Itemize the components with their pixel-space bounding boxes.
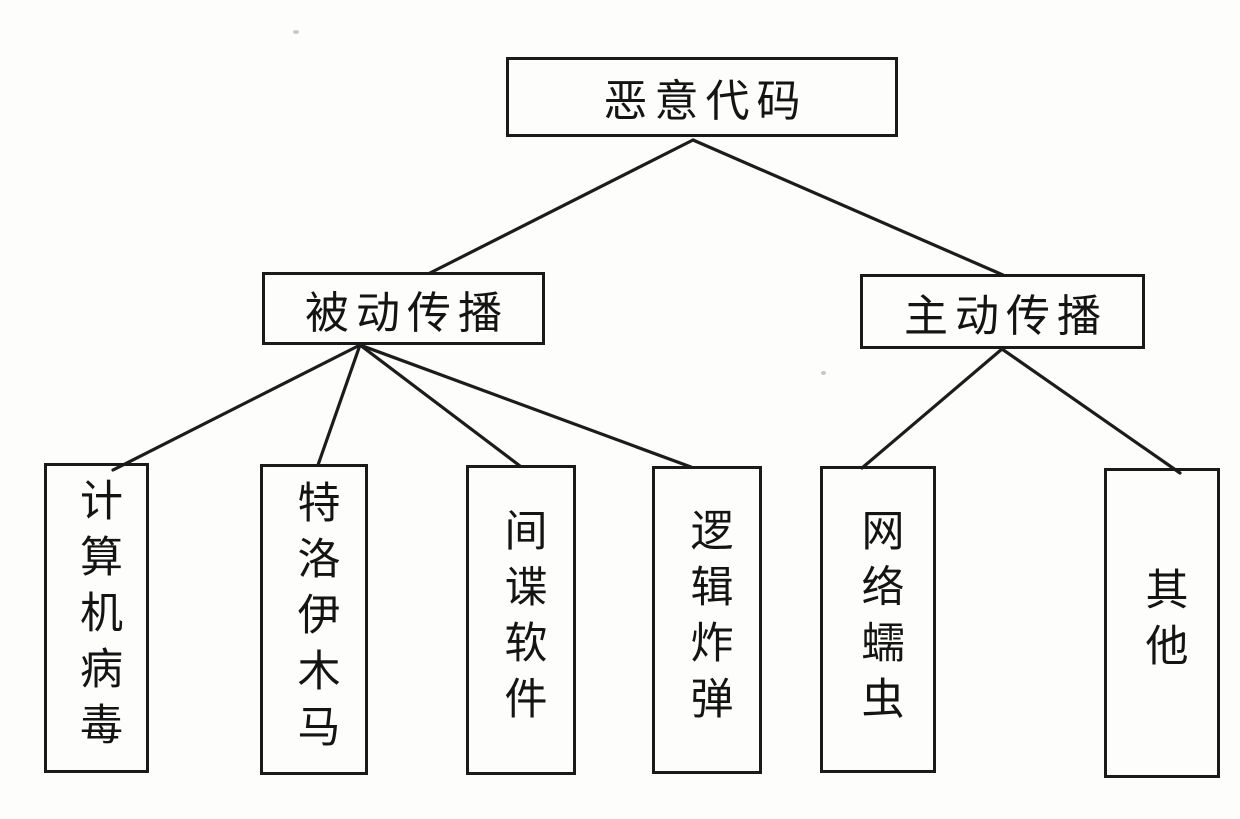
edge-passive-virus [111, 343, 362, 472]
scan-speck [293, 30, 299, 34]
node-malicious-code: 恶意代码 [506, 57, 898, 137]
edge-passive-logicbomb [358, 343, 693, 469]
edge-passive-spyware [358, 343, 522, 468]
node-trojan-horse: 特洛伊木马 [260, 464, 368, 775]
node-spyware-label: 间谍软件 [498, 508, 545, 732]
node-malicious-code-label: 恶意代码 [603, 77, 808, 126]
node-other-label: 其他 [1139, 567, 1186, 679]
node-other: 其他 [1104, 468, 1220, 778]
scan-speck [821, 371, 826, 375]
node-active-propagation: 主动传播 [860, 274, 1145, 349]
edge-root-passive [428, 138, 695, 275]
node-network-worm: 网络蠕虫 [820, 466, 936, 773]
node-spyware: 间谍软件 [466, 465, 576, 775]
node-network-worm-label: 网络蠕虫 [855, 507, 902, 732]
edge-passive-trojan [316, 343, 362, 467]
node-computer-virus-label: 计算机病毒 [73, 478, 121, 758]
node-trojan-horse-label: 特洛伊木马 [291, 479, 338, 760]
node-logic-bomb: 逻辑炸弹 [652, 466, 762, 774]
edge-active-worm [860, 347, 1004, 470]
node-logic-bomb-label: 逻辑炸弹 [684, 508, 731, 732]
node-passive-propagation: 被动传播 [262, 272, 545, 345]
node-active-propagation-label: 主动传播 [904, 291, 1108, 341]
node-passive-propagation-label: 被动传播 [305, 288, 509, 338]
node-computer-virus: 计算机病毒 [44, 463, 149, 773]
edge-active-other [1000, 347, 1182, 475]
edge-root-active [691, 138, 1005, 277]
